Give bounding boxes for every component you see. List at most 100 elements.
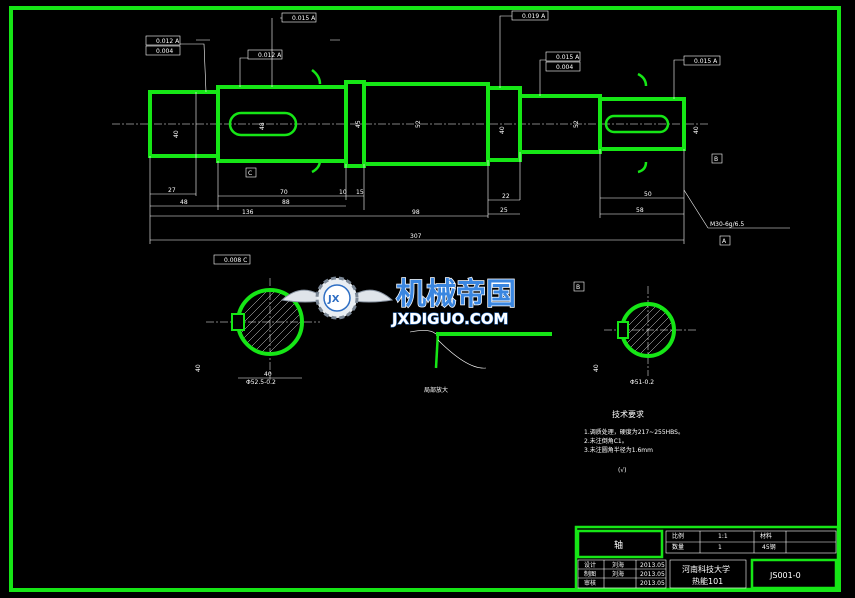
section-mark-2: [311, 159, 322, 174]
svg-text:制图: 制图: [584, 570, 596, 578]
school-name: 河南科技大学: [682, 564, 730, 574]
svg-text:27: 27: [168, 187, 176, 194]
svg-text:0.019 A: 0.019 A: [522, 13, 546, 20]
svg-text:数量: 数量: [672, 543, 684, 551]
dim-row-3: 136 98: [150, 209, 488, 217]
tolerance-frame-1: 0.012 A: [145, 35, 181, 46]
tolerance-frame-6: 0.015 A: [545, 51, 581, 62]
section-mark-3: [637, 72, 648, 87]
outer-frame: [9, 6, 841, 592]
svg-text:0.015 A: 0.015 A: [556, 54, 580, 61]
tolerance-frame-9: [213, 254, 251, 265]
section-mark-1: [311, 69, 322, 85]
svg-text:B: B: [576, 284, 580, 291]
svg-text:10: 10: [339, 189, 347, 196]
extension-lines: [149, 149, 685, 244]
tolerance-frame-3: 0.015 A: [281, 12, 317, 23]
dia-label-4: 52: [415, 120, 422, 128]
tolerance-frame-8: 0.015 A: [683, 55, 721, 66]
svg-text:40: 40: [593, 364, 600, 372]
svg-text:2013.05: 2013.05: [640, 571, 665, 578]
dia-label-7: 40: [693, 126, 700, 134]
svg-text:58: 58: [636, 207, 644, 214]
svg-text:0.012 A: 0.012 A: [156, 38, 180, 45]
thread-note: M30-6g/6.5: [710, 221, 744, 228]
dia-label-1: 40: [173, 130, 180, 138]
tolerance-frame-7: 0.004: [545, 61, 581, 72]
svg-text:48: 48: [180, 199, 188, 206]
part-name: 轴: [614, 539, 623, 551]
watermark-cn-text: 机械帝国: [396, 277, 516, 312]
svg-text:40: 40: [264, 371, 272, 378]
thread-leader: [683, 189, 709, 229]
dia-label-5: 52: [573, 120, 580, 128]
datum-b-label: B: [714, 156, 718, 163]
svg-text:40: 40: [195, 364, 202, 372]
watermark-logo-text: JX: [327, 294, 340, 305]
detail-view: 局部放大: [409, 330, 552, 394]
svg-text:70: 70: [280, 189, 288, 196]
svg-text:0.004: 0.004: [556, 64, 573, 71]
tolerance-frame-4: 0.012 A: [247, 49, 283, 60]
svg-text:1:1: 1:1: [718, 533, 728, 540]
svg-text:比例: 比例: [672, 532, 684, 540]
svg-text:45钢: 45钢: [762, 543, 776, 551]
svg-text:刘海: 刘海: [612, 570, 624, 578]
keyway-a: [228, 111, 298, 137]
datum-c-box: [245, 167, 257, 178]
svg-text:材料: 材料: [760, 532, 772, 540]
section-mark-4: [637, 161, 648, 174]
title-block: 轴 比例 1:1 数量 1 材料 45钢 设计 制图 审核 刘海 刘海 2013…: [574, 525, 840, 591]
class-name: 热能101: [692, 576, 723, 586]
svg-text:0.015 A: 0.015 A: [292, 15, 316, 22]
svg-text:22: 22: [502, 193, 510, 200]
section-a-view: 0.008 C Φ52.5-0.2 40 40: [195, 254, 320, 386]
watermark-logo: JX: [280, 276, 394, 320]
svg-text:88: 88: [282, 199, 290, 206]
tech-req-item-2: 2.未注倒角C1。: [584, 437, 628, 445]
datum-a-box: [719, 235, 731, 246]
svg-text:Φ52.5-0.2: Φ52.5-0.2: [246, 379, 276, 386]
svg-text:50: 50: [644, 191, 652, 198]
dia-label-3: 45: [355, 120, 362, 128]
svg-text:307: 307: [410, 233, 422, 240]
datum-b-box: [711, 153, 723, 164]
svg-text:2013.05: 2013.05: [640, 562, 665, 569]
segment-keyway-b: [598, 97, 686, 151]
svg-text:98: 98: [412, 209, 420, 216]
dim-row-2: 48 88 25 58: [150, 199, 684, 215]
svg-text:0.015 A: 0.015 A: [694, 58, 718, 65]
svg-text:Φ51-0.2: Φ51-0.2: [630, 379, 654, 386]
datum-a-label: A: [722, 238, 727, 245]
tolerance-leaders: [180, 15, 684, 99]
technical-requirements: 技术要求 1.调质处理，硬度为217~255HBS。 2.未注倒角C1。 3.未…: [584, 409, 684, 474]
svg-text:设计: 设计: [584, 561, 596, 569]
svg-text:审核: 审核: [584, 579, 596, 587]
svg-text:0.004: 0.004: [156, 48, 173, 55]
dia-label-6: 40: [499, 126, 506, 134]
svg-text:15: 15: [356, 189, 364, 196]
dia-label-2: 48: [259, 122, 266, 130]
svg-text:2013.05: 2013.05: [640, 580, 665, 587]
dim-overall: 307: [150, 233, 684, 241]
keyway-b: [604, 114, 670, 134]
watermark-en-text: JXDIGUO.COM: [391, 310, 508, 328]
svg-text:0.008 C: 0.008 C: [224, 257, 247, 264]
dim-row-1: 27 70 10 15 22 50: [150, 187, 684, 201]
tolerance-frame-5: 0.019 A: [511, 10, 549, 21]
svg-text:136: 136: [242, 209, 254, 216]
shaft-main-view: 40 48 45 52 52 40 40 27 70 10 15 22 50 4…: [112, 10, 790, 246]
roughness-note: (√): [618, 467, 627, 474]
datum-c-label: C: [248, 170, 252, 177]
tech-req-item-1: 1.调质处理，硬度为217~255HBS。: [584, 428, 684, 436]
tech-req-item-3: 3.未注圆角半径为1.6mm: [584, 446, 653, 454]
tolerance-frame-2: 0.004: [145, 45, 181, 56]
svg-text:1: 1: [718, 544, 722, 551]
svg-text:刘海: 刘海: [612, 561, 624, 569]
svg-text:0.012 A: 0.012 A: [258, 52, 282, 59]
drawing-number: JS001-0: [769, 571, 801, 580]
svg-text:25: 25: [500, 207, 508, 214]
section-b-view: B Φ51-0.2 40: [573, 281, 696, 386]
